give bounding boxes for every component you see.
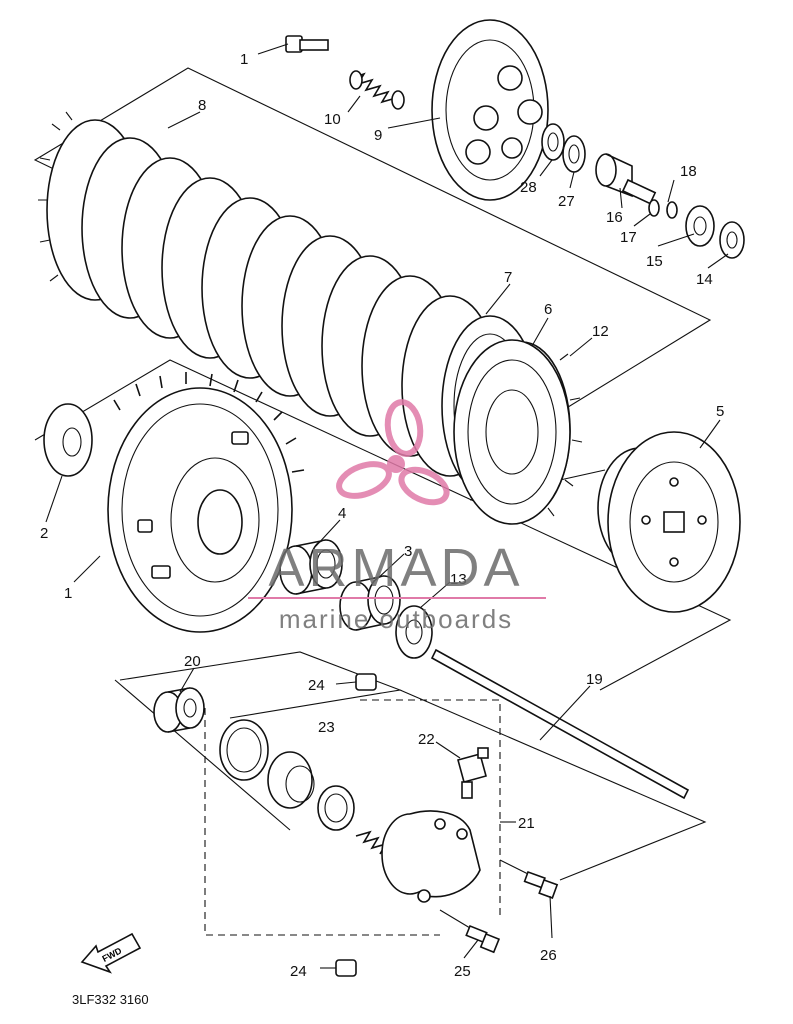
watermark-tagline: marine outboards — [279, 604, 513, 634]
bearing-20 — [153, 687, 205, 733]
callout-26: 26 — [540, 947, 557, 964]
callout-18: 18 — [680, 163, 697, 180]
callout-1-top: 1 — [240, 51, 248, 68]
release-cylinder-outline — [114, 651, 707, 936]
o-rings — [648, 199, 678, 219]
callout-7: 7 — [504, 269, 512, 286]
watermark-brand: ARMADA — [268, 538, 523, 598]
diagram-code: 3LF332 3160 — [72, 992, 149, 1007]
callout-20: 20 — [184, 653, 201, 670]
fwd-arrow-icon: FWD — [80, 932, 142, 974]
clutch-boss — [453, 339, 571, 525]
bearing-washer-set — [541, 123, 586, 173]
callout-23: 23 — [318, 719, 335, 736]
push-rod-long — [430, 648, 690, 800]
nut-and-lock-washer — [685, 205, 745, 259]
callout-28: 28 — [520, 179, 537, 196]
callout-2: 2 — [40, 525, 48, 542]
callout-17: 17 — [620, 229, 637, 246]
callout-9: 9 — [374, 127, 382, 144]
callout-14: 14 — [696, 271, 713, 288]
callout-8: 8 — [198, 97, 206, 114]
seal-kit — [219, 719, 388, 855]
clutch-spring — [349, 70, 405, 110]
callout-5: 5 — [716, 403, 724, 420]
dowel-pin-bottom — [335, 959, 357, 977]
pressure-plate — [431, 19, 549, 201]
clutch-hub — [597, 431, 741, 613]
callout-12: 12 — [592, 323, 609, 340]
push-rod-short — [595, 153, 657, 205]
callout-15: 15 — [646, 253, 663, 270]
callout-3: 3 — [404, 543, 412, 560]
callout-1-bottom: 1 — [64, 585, 72, 602]
callout-19: 19 — [586, 671, 603, 688]
needle-bearing — [279, 539, 343, 595]
washer-13 — [395, 605, 433, 659]
dowel-pin-top — [355, 673, 377, 691]
bolt-25 — [439, 909, 501, 954]
callout-24-top: 24 — [308, 677, 325, 694]
callout-6: 6 — [544, 301, 552, 318]
primary-driven-gear — [107, 372, 305, 633]
release-cylinder-body — [381, 810, 481, 903]
callout-13: 13 — [450, 571, 467, 588]
callout-10: 10 — [324, 111, 341, 128]
callout-27: 27 — [558, 193, 575, 210]
bolt-26 — [499, 859, 559, 899]
callout-4: 4 — [338, 505, 346, 522]
callout-24-bottom: 24 — [290, 963, 307, 980]
callout-22: 22 — [418, 731, 435, 748]
bleed-screw — [457, 747, 489, 799]
callout-21: 21 — [518, 815, 535, 832]
callout-16: 16 — [606, 209, 623, 226]
callout-labels: 1 10 9 8 28 27 16 18 17 15 14 7 6 12 5 2… — [40, 51, 724, 980]
leader-lines — [45, 43, 729, 969]
spacer-collar — [339, 575, 401, 631]
thrust-washer — [43, 403, 93, 477]
callout-25: 25 — [454, 963, 471, 980]
armada-logo-icon — [336, 399, 450, 506]
bolt-top — [285, 35, 329, 53]
